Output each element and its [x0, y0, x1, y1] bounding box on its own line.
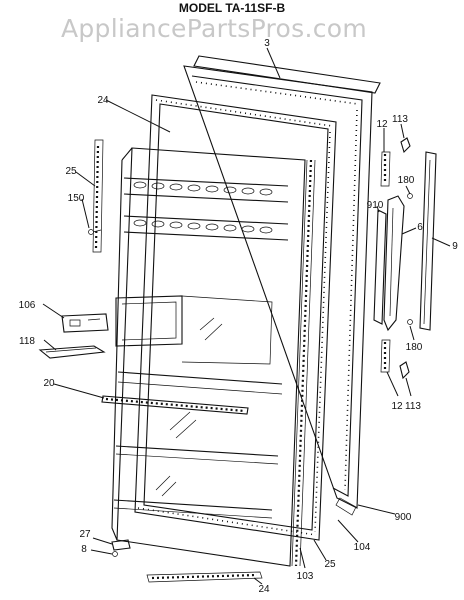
hinge-cap-27	[111, 539, 131, 551]
outer-door-panel	[183, 65, 373, 516]
callout-12-top: 12	[376, 119, 388, 130]
callout-150: 150	[68, 193, 85, 204]
callout-180-top: 180	[398, 175, 415, 186]
shelf-bar-20	[101, 395, 249, 415]
dairy-door-106	[61, 313, 109, 333]
handle-insert-top-12	[380, 151, 391, 187]
callout-180-bottom: 180	[406, 342, 423, 353]
handle-insert-bottom-12	[380, 339, 391, 373]
leader-lines	[42, 47, 451, 585]
callout-25-left: 25	[65, 166, 77, 177]
callout-12-bottom: 12	[391, 401, 403, 412]
callout-103: 103	[297, 571, 314, 582]
screw-180-bottom	[407, 319, 413, 325]
inner-door-liner	[111, 147, 306, 567]
egg-cups-row-2	[133, 219, 273, 234]
callout-24-bottom: 24	[258, 584, 270, 595]
callout-6: 6	[417, 222, 423, 233]
end-cap-top-113	[400, 137, 411, 154]
handle-6	[383, 195, 405, 332]
door-top-cap	[193, 55, 381, 94]
end-cap-bottom-113	[399, 361, 410, 380]
handle-910	[373, 209, 387, 325]
callout-27: 27	[79, 529, 91, 540]
callout-113-bottom: 113	[405, 401, 421, 412]
callout-900: 900	[395, 512, 412, 523]
door-gasket	[134, 94, 337, 541]
callout-20: 20	[43, 378, 55, 389]
callout-113-top: 113	[392, 114, 408, 125]
callout-24-top: 24	[97, 95, 109, 106]
callout-25-bottom: 25	[324, 559, 336, 570]
callout-9: 9	[452, 241, 458, 252]
breaker-strip-bottom	[146, 571, 263, 583]
screw-180-top	[407, 193, 413, 199]
watermark: AppliancePartsPros.com	[61, 14, 367, 43]
screw-150	[88, 229, 102, 235]
callout-3: 3	[264, 38, 270, 49]
callout-910: 910	[367, 200, 384, 211]
screw-8	[112, 551, 118, 557]
handle-trim-9	[419, 151, 437, 331]
callout-106: 106	[19, 300, 36, 311]
callout-104: 104	[354, 542, 371, 553]
callout-118: 118	[19, 336, 35, 347]
side-strip-left	[92, 139, 104, 253]
breaker-strip-right	[291, 159, 316, 567]
callout-8: 8	[81, 544, 87, 555]
egg-cups-row-1	[133, 181, 273, 196]
model-title: MODEL TA-11SF-B	[179, 1, 286, 15]
dairy-tray-118	[38, 345, 106, 359]
